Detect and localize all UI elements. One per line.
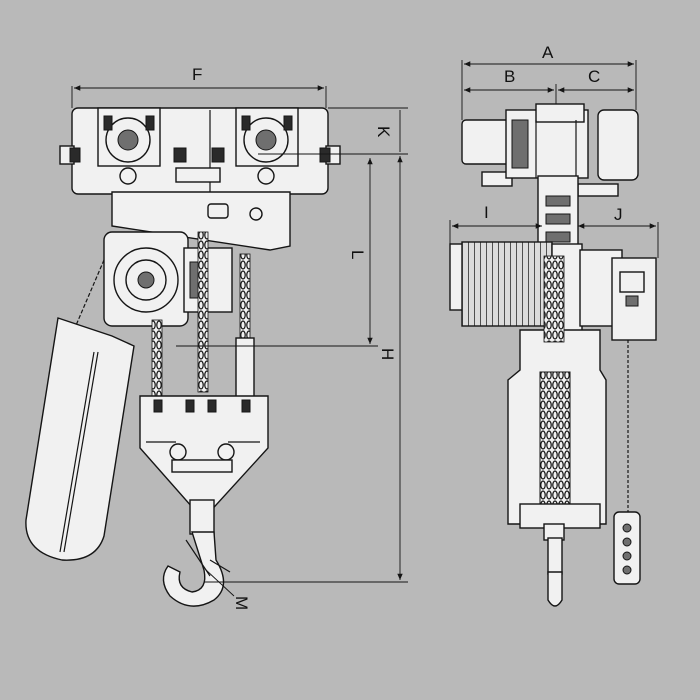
front-housing <box>507 255 607 541</box>
trolley <box>59 107 341 195</box>
dim-label-b: B <box>504 67 515 86</box>
front-column <box>537 175 579 249</box>
dim-label-a: A <box>542 43 554 62</box>
front-trolley <box>461 103 639 197</box>
dim-label-c: C <box>588 67 600 86</box>
dim-label-f: F <box>192 65 202 84</box>
pendant-switch <box>613 340 641 585</box>
dim-label-h: H <box>378 348 397 360</box>
side-view <box>25 107 341 607</box>
trolley-wheel-left <box>97 107 161 185</box>
load-chain <box>151 231 255 399</box>
front-hook <box>547 537 563 607</box>
dim-label-i: I <box>484 203 489 222</box>
front-view <box>449 103 657 607</box>
hoist-body <box>103 191 291 327</box>
side-view-dimensions <box>71 85 408 597</box>
bottom-block <box>139 395 269 535</box>
trolley-wheel-right <box>235 107 299 185</box>
front-view-dimensions <box>449 60 659 258</box>
hook <box>162 531 231 607</box>
dim-label-l: L <box>348 250 367 259</box>
dim-label-m: M <box>232 596 251 610</box>
dim-label-j: J <box>614 205 623 224</box>
dim-label-k: K <box>374 126 393 138</box>
chain-bag <box>25 259 135 561</box>
